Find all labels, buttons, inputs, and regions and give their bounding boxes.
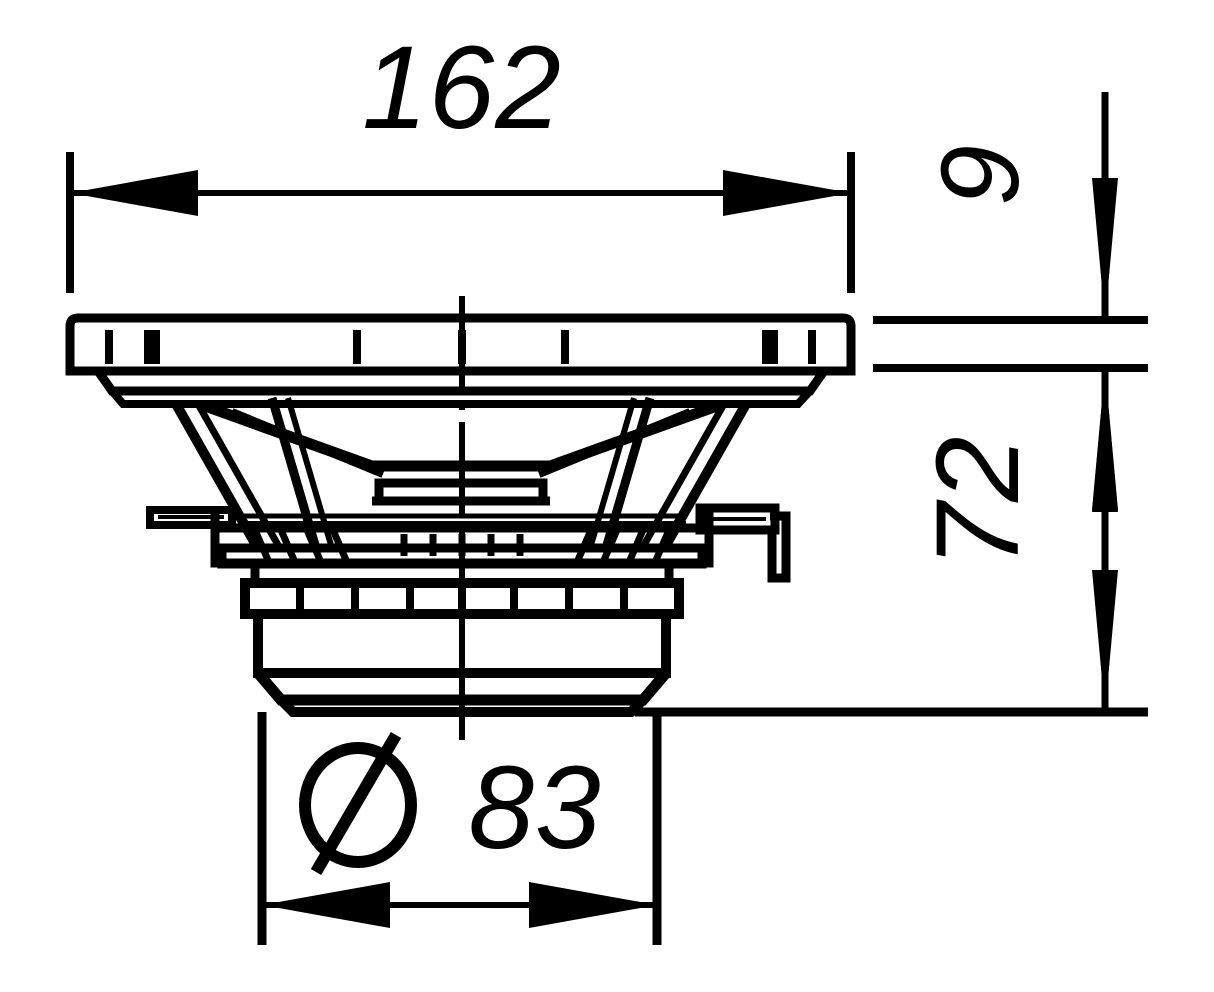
- diameter-symbol-icon: [299, 731, 417, 876]
- dimension-d83: [257, 712, 662, 945]
- dimension-label-72: 72: [912, 435, 1044, 568]
- terminal-right: [695, 503, 791, 583]
- dimension-72: [635, 370, 1148, 717]
- top-plate: [210, 523, 714, 568]
- dimension-162: [66, 152, 855, 293]
- dimension-label-83: 83: [468, 742, 601, 874]
- dimension-label-162: 162: [362, 22, 562, 154]
- dimension-label-9: 9: [919, 144, 1042, 206]
- terminal-left: [146, 506, 236, 529]
